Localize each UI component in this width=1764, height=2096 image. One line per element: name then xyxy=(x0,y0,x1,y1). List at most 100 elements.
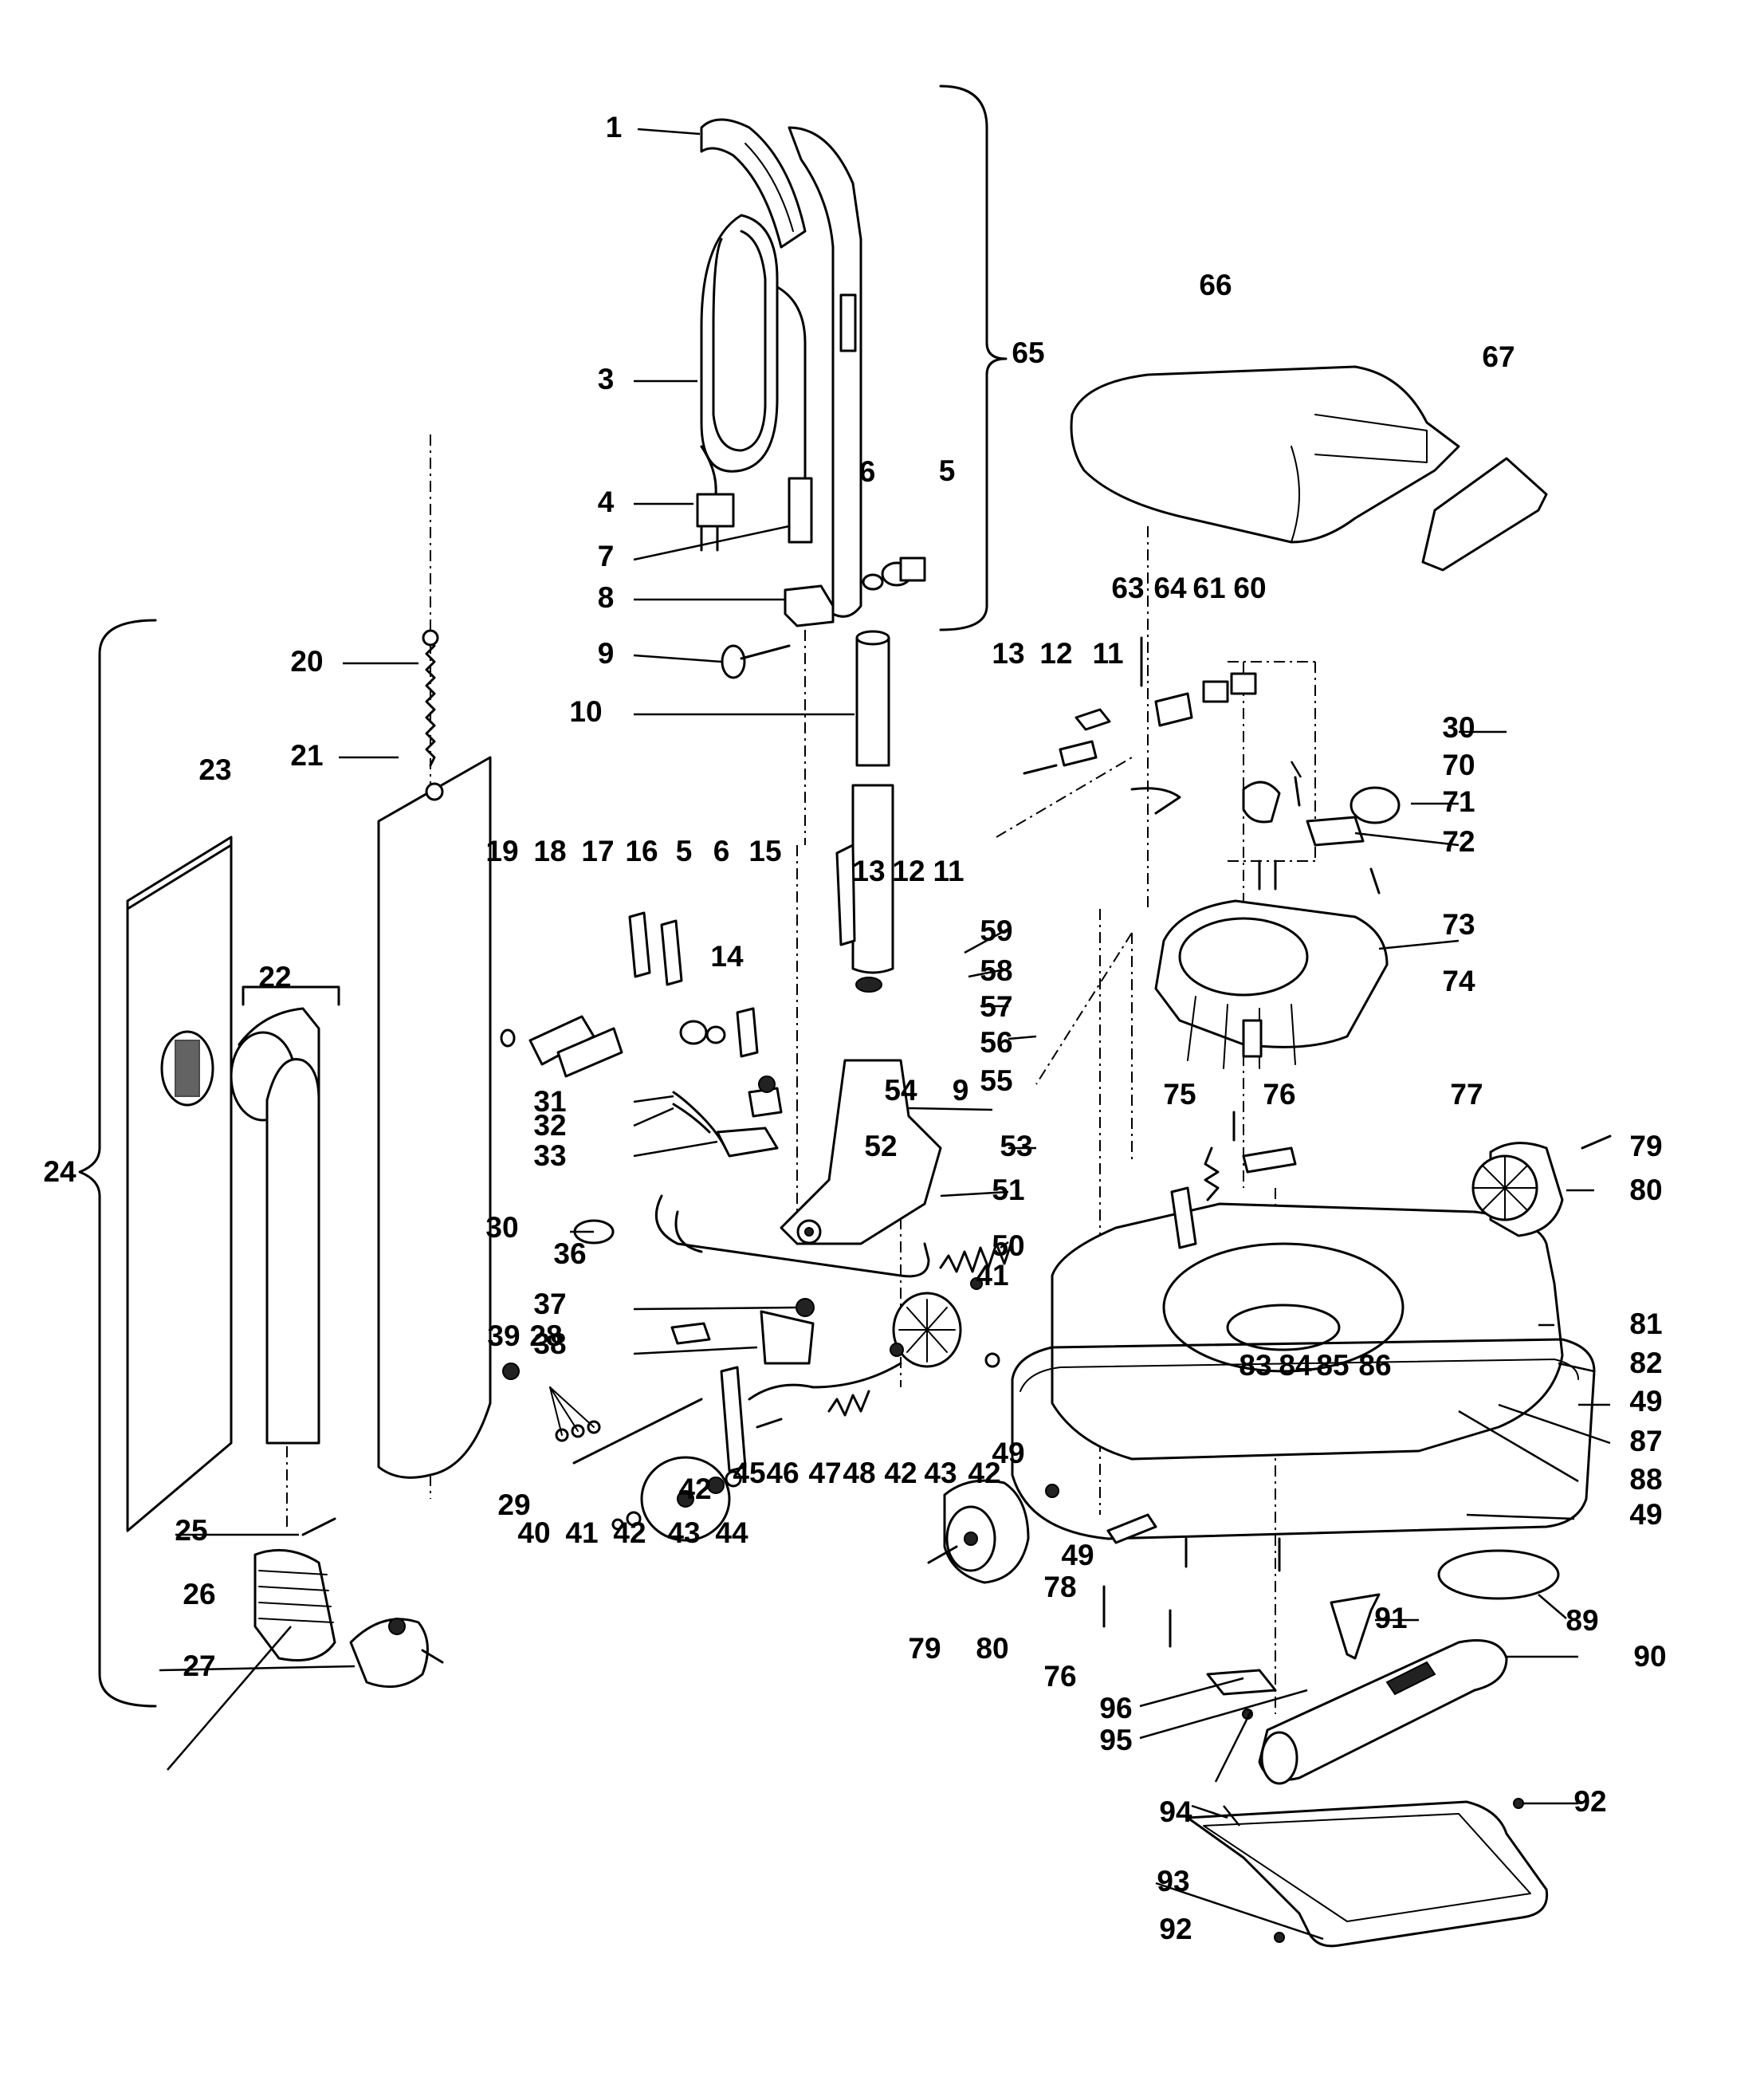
callout-number: 49 xyxy=(992,1437,1024,1469)
cord-switch-box xyxy=(784,584,835,627)
callout-number: 13 xyxy=(852,855,885,887)
callout-number: 93 xyxy=(1157,1865,1189,1897)
callout-number: 9 xyxy=(598,637,615,670)
callout-number: 83 xyxy=(1239,1349,1271,1382)
switch-33 xyxy=(716,1127,779,1158)
handle-grip xyxy=(700,118,807,249)
callout-number: 65 xyxy=(1012,336,1044,369)
bag-back-panel xyxy=(126,836,233,1532)
callout-number: 66 xyxy=(1199,269,1232,301)
callout-number: 24 xyxy=(43,1155,77,1188)
callout-number: 41 xyxy=(565,1516,598,1549)
callout-number: 30 xyxy=(485,1211,518,1244)
callout-number: 5 xyxy=(939,454,956,487)
plug-cord xyxy=(700,445,717,496)
callout-number: 7 xyxy=(598,540,615,572)
callout-number: 28 xyxy=(529,1319,562,1352)
callout-number: 43 xyxy=(667,1516,700,1549)
callout-number: 16 xyxy=(625,835,658,867)
callout-number: 1 xyxy=(606,111,623,144)
callout-number: 39 xyxy=(487,1319,520,1352)
callout-number: 42 xyxy=(884,1457,917,1489)
callout-number: 20 xyxy=(290,645,323,678)
spring-48 xyxy=(827,1390,870,1417)
callout-number: 46 xyxy=(766,1457,799,1489)
handle-bail-parts xyxy=(500,911,783,1158)
callout-number: 72 xyxy=(1442,825,1475,858)
lamp-socket-72 xyxy=(1306,816,1365,847)
callout-number: 49 xyxy=(1061,1539,1094,1571)
callout-number: 80 xyxy=(1629,1174,1662,1206)
callout-number: 89 xyxy=(1566,1604,1598,1637)
callout-number: 75 xyxy=(1163,1078,1196,1111)
callout-number: 21 xyxy=(290,739,323,772)
drive-belt xyxy=(1437,1549,1560,1600)
callout-number: 53 xyxy=(1000,1130,1032,1162)
callout-number: 79 xyxy=(908,1632,941,1665)
lower-handle-tube xyxy=(855,636,890,767)
power-cord-coil-inner xyxy=(712,230,767,452)
callout-number: 79 xyxy=(1629,1130,1662,1162)
callout-number: 12 xyxy=(1039,637,1072,670)
height-lever xyxy=(720,1366,747,1473)
callout-number: 14 xyxy=(710,940,744,973)
callout-number: 84 xyxy=(1279,1349,1312,1382)
callout-number: 47 xyxy=(808,1457,841,1489)
callout-number: 49 xyxy=(1629,1498,1662,1531)
pedal-plate-2 xyxy=(556,1027,623,1078)
callout-number: 86 xyxy=(1358,1349,1391,1382)
callout-number: 74 xyxy=(1442,965,1475,997)
callout-number: 43 xyxy=(924,1457,957,1489)
callout-number: 37 xyxy=(533,1288,566,1320)
callout-number: 59 xyxy=(980,914,1012,947)
bag-assembly xyxy=(78,619,492,1708)
power-cord-lead xyxy=(776,285,807,480)
callout-number: 17 xyxy=(581,835,614,867)
belt-guard-95 xyxy=(1206,1669,1277,1696)
cord-plug xyxy=(696,493,735,528)
bumper-strip xyxy=(1011,1338,1596,1540)
callout-number: 88 xyxy=(1629,1463,1662,1496)
callout-number: 6 xyxy=(713,835,730,867)
grommet-13 xyxy=(855,977,882,993)
callout-number: 67 xyxy=(1482,340,1515,373)
callout-number: 29 xyxy=(497,1488,530,1521)
callout-number: 12 xyxy=(892,855,925,887)
callout-number: 41 xyxy=(976,1259,1008,1292)
callout-number: 81 xyxy=(1629,1308,1662,1340)
callout-number: 23 xyxy=(198,753,231,786)
power-cord-coil xyxy=(700,214,779,473)
callout-number: 85 xyxy=(1316,1349,1349,1382)
bracket-22 xyxy=(242,985,340,1006)
strain-relief xyxy=(788,477,813,544)
callout-number: 32 xyxy=(533,1109,566,1142)
callout-number: 10 xyxy=(569,695,602,728)
callout-number: 42 xyxy=(678,1473,711,1505)
hood-assembly xyxy=(1023,365,1548,1227)
callout-number: 95 xyxy=(1099,1724,1132,1756)
lower-tube-top xyxy=(855,630,890,646)
bracket-65 xyxy=(939,85,1008,631)
callout-number: 87 xyxy=(1629,1425,1662,1457)
callout-number: 55 xyxy=(980,1064,1012,1097)
callout-number: 25 xyxy=(175,1514,207,1547)
handle-assembly xyxy=(696,85,1008,993)
leader-lines xyxy=(159,128,1611,1941)
switch-64 xyxy=(1154,692,1193,727)
handle-base-tube xyxy=(851,784,894,974)
handle-yoke xyxy=(780,1059,942,1245)
pad-38 xyxy=(670,1322,711,1345)
washer-6 xyxy=(862,573,884,591)
nut-37 xyxy=(796,1298,815,1317)
bail-yoke xyxy=(502,1059,1014,1542)
motor-hood xyxy=(1070,365,1460,544)
callout-number: 38 xyxy=(533,1327,566,1360)
callout-number: 33 xyxy=(533,1139,566,1172)
callout-number: 30 xyxy=(1442,711,1475,744)
callout-number: 63 xyxy=(1111,572,1144,604)
callout-number: 31 xyxy=(533,1085,566,1118)
callout-number: 90 xyxy=(1633,1640,1666,1673)
callout-number: 3 xyxy=(598,363,615,395)
